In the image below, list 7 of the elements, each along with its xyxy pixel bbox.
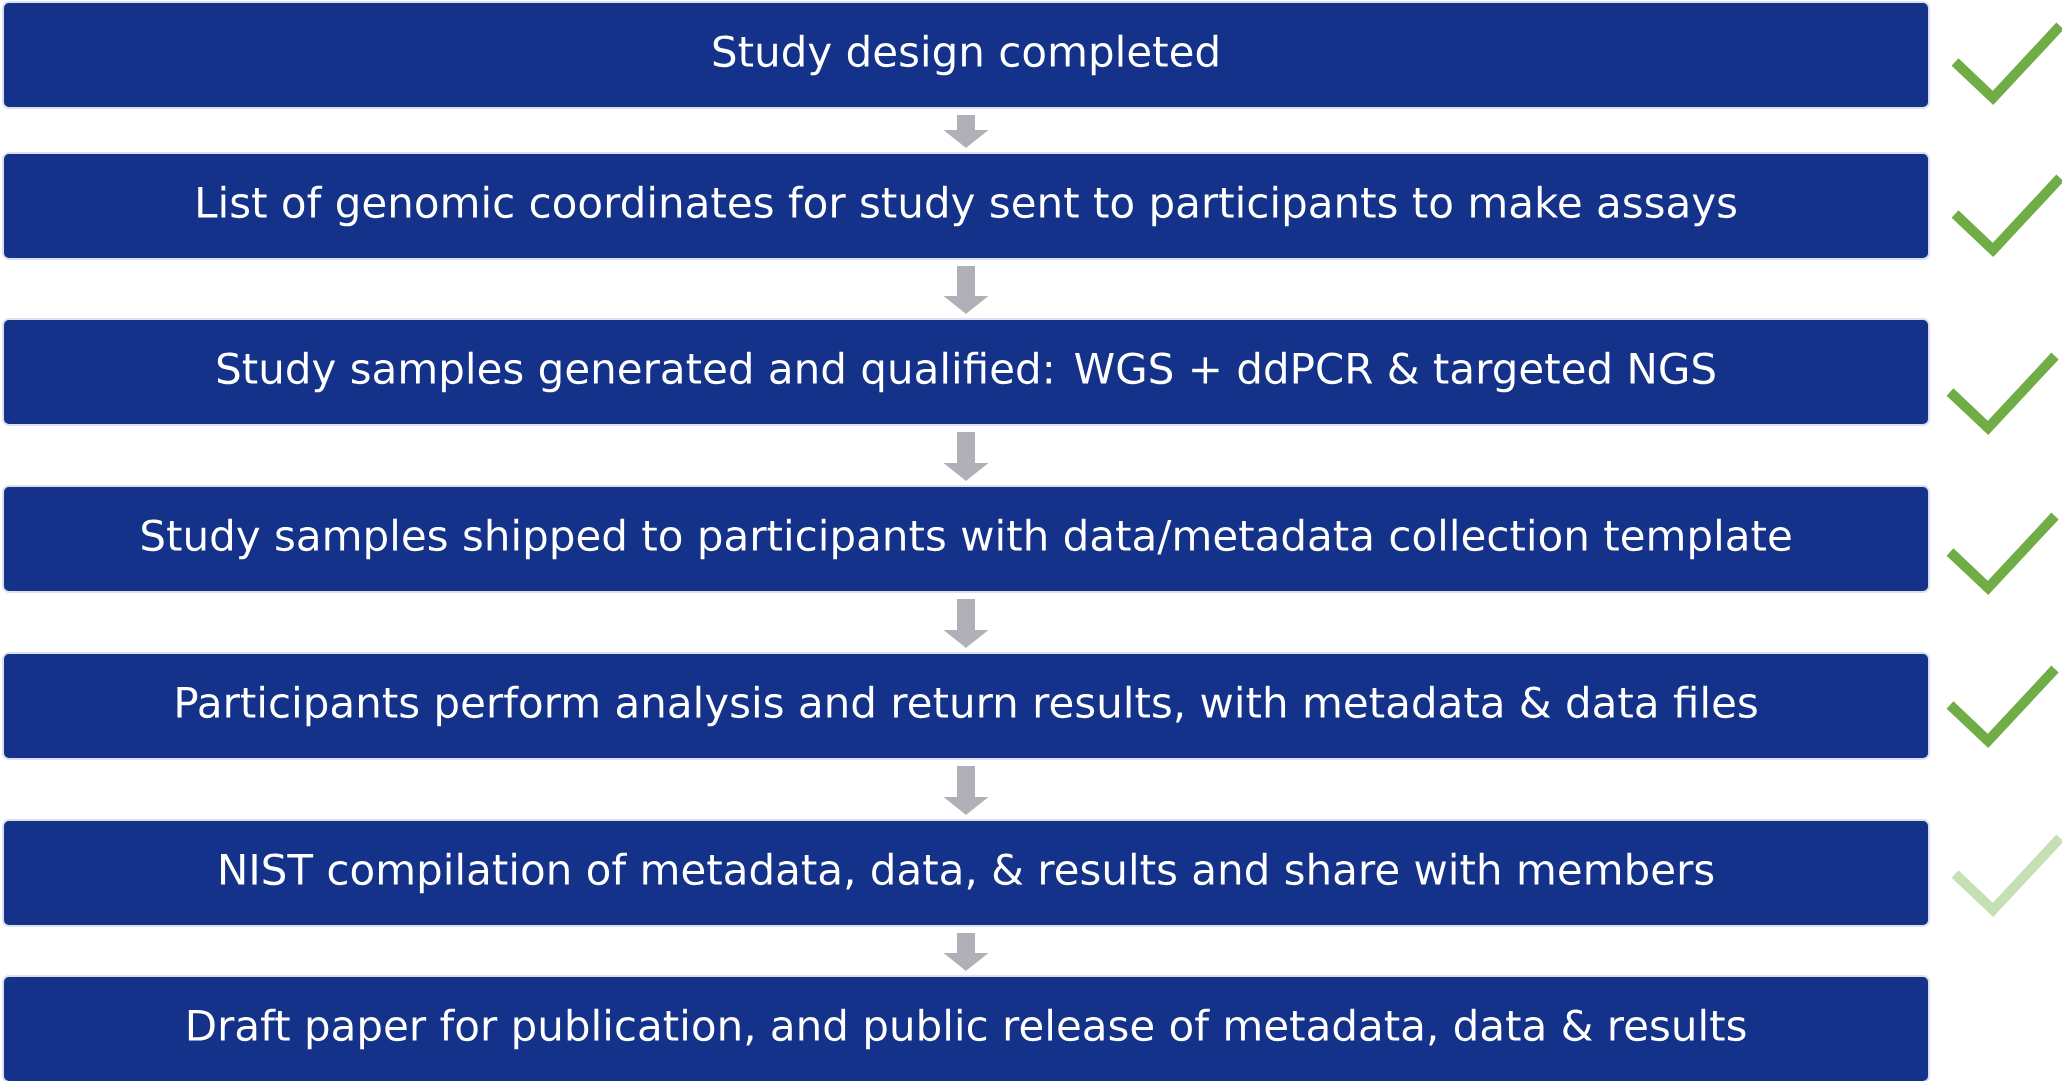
process-box: List of genomic coordinates for study sent to participants to make assays [2,152,1930,260]
process-box: Study samples shipped to participants with data/metadata collection template [2,485,1930,593]
process-box: NIST compilation of metadata, data, & results and share with members [2,819,1930,927]
process-box: Study samples generated and qualified: WGS + ddPCR & targeted NGS [2,318,1930,426]
process-box: Participants perform analysis and return results, with metadata & data files [2,652,1930,760]
process-box: Study design completed [2,1,1930,109]
process-box: Draft paper for publication, and public release of metadata, data & results [2,975,1930,1081]
